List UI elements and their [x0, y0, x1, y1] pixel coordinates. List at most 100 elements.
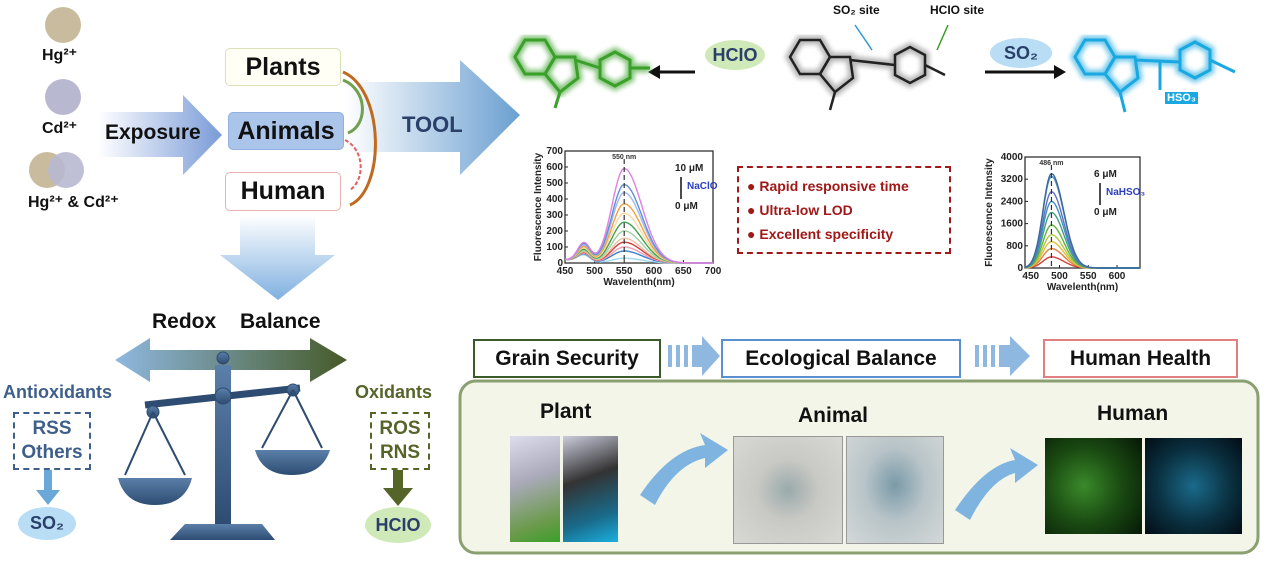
plant-root-image-control	[510, 436, 560, 542]
antioxidant-down-arrow	[36, 470, 60, 505]
plot-frame	[564, 150, 714, 264]
y-tick-label: 700	[546, 146, 563, 157]
y-tick-label: 100	[546, 242, 563, 253]
feature-item: ● Rapid responsive time	[747, 178, 909, 194]
ros-label: ROS	[379, 418, 421, 439]
x-tick-label: 700	[705, 266, 722, 277]
y-tick-label: 4000	[1001, 152, 1024, 163]
flow-arrow-2	[975, 336, 1030, 376]
x-tick-label: 600	[1109, 271, 1126, 282]
concentration-high: 10 μM	[675, 163, 703, 174]
rss-label: RSS	[32, 418, 72, 439]
hg-ion-circle	[45, 7, 81, 43]
antioxidants-box: RSS Others	[13, 412, 91, 470]
features-box: ● Rapid responsive time ● Ultra-low LOD …	[737, 166, 951, 254]
hclo-site-label: HCIO site	[930, 3, 985, 17]
antioxidants-label: Antioxidants	[3, 382, 113, 402]
oxidant-down-arrow	[383, 470, 413, 506]
y-tick-label: 800	[1006, 241, 1023, 252]
tool-arrow	[345, 60, 520, 175]
probe-molecule-gray	[784, 35, 946, 111]
probe-molecule-blue	[1069, 35, 1236, 113]
feature-item: ● Ultra-low LOD	[747, 202, 853, 218]
human-panel-title: Human	[1097, 402, 1169, 425]
y-tick-label: 3200	[1001, 174, 1024, 185]
zebrafish-image-probe	[846, 436, 944, 544]
x-tick-label: 550	[616, 266, 633, 277]
hclo-product-badge: HCIO	[365, 507, 431, 543]
concentration-low: 0 μM	[1094, 207, 1117, 218]
plant-to-animal-arrow	[640, 433, 728, 505]
analyte-label: NaHSO₃	[1106, 187, 1145, 198]
y-tick-label: 1600	[1001, 219, 1024, 230]
target-animals: Animals	[228, 112, 344, 150]
oxidants-label: Oxidants	[355, 382, 433, 402]
y-tick-label: 2400	[1001, 196, 1024, 207]
feature-text: Excellent specificity	[759, 226, 894, 242]
spectrum-series-9	[1024, 172, 1140, 269]
hclo-site-pointer	[936, 24, 949, 51]
x-tick-label: 550	[1080, 271, 1097, 282]
feature-text: Ultra-low LOD	[759, 202, 853, 218]
peak-annotation: 486 nm	[1039, 160, 1063, 167]
ion-label-hg-cd: Hg²⁺ & Cd²⁺	[28, 194, 119, 211]
y-tick-label: 500	[546, 178, 563, 189]
animal-to-human-arrow	[955, 448, 1038, 520]
x-tick-label: 600	[645, 266, 662, 277]
hso3-group-label: HSO₃	[1165, 92, 1198, 104]
ion-label-cd: Cd²⁺	[42, 120, 78, 137]
ecological-balance-box: Ecological Balance	[721, 339, 961, 378]
x-tick-label: 650	[675, 266, 692, 277]
cell-image-blue	[1145, 438, 1242, 534]
hg-cd-circle-b	[48, 152, 84, 188]
exposure-label: Exposure	[105, 121, 201, 144]
plants-to-animals-arrow	[342, 78, 364, 135]
target-human: Human	[225, 172, 341, 211]
balance-label: Balance	[240, 310, 321, 333]
so2-site-pointer	[854, 24, 873, 51]
others-label: Others	[21, 442, 83, 463]
target-plants: Plants	[225, 48, 341, 86]
tool-label: TOOL	[402, 112, 463, 137]
y-tick-label: 200	[546, 226, 563, 237]
x-axis-label: Wavelenth(nm)	[1047, 282, 1118, 293]
plant-panel-title: Plant	[540, 400, 592, 423]
animals-to-human-arrow	[344, 139, 362, 191]
cd-ion-circle	[45, 79, 81, 115]
so2-site-label: SO₂ site	[833, 3, 880, 17]
y-tick-label: 0	[557, 258, 563, 269]
redox-double-arrow	[115, 338, 347, 382]
so2-reagent-badge: SO₂	[990, 38, 1052, 68]
animal-panel-title: Animal	[798, 404, 869, 427]
exposure-arrow	[98, 95, 222, 175]
y-axis-label: Fluorescence Intensity	[533, 152, 544, 261]
y-tick-label: 400	[546, 194, 563, 205]
feature-item: ● Excellent specificity	[747, 226, 894, 242]
y-axis-label: Fluorescence Intensity	[984, 158, 995, 267]
so2-product-badge: SO₂	[18, 507, 76, 540]
cell-image-green	[1045, 438, 1142, 534]
x-tick-label: 450	[1022, 271, 1039, 282]
y-tick-label: 0	[1017, 263, 1023, 274]
x-axis-label: Wavelenth(nm)	[603, 277, 674, 288]
y-tick-label: 600	[546, 162, 563, 173]
oxidants-box: ROS RNS	[370, 412, 430, 470]
peak-annotation: 550 nm	[612, 154, 636, 161]
x-tick-label: 450	[557, 266, 574, 277]
grain-security-box: Grain Security	[473, 339, 661, 378]
concentration-low: 0 μM	[675, 201, 698, 212]
feature-text: Rapid responsive time	[759, 178, 909, 194]
down-arrow	[220, 215, 335, 300]
plants-to-human-arrow	[342, 70, 377, 207]
ion-label-hg: Hg²⁺	[42, 47, 78, 64]
human-health-box: Human Health	[1043, 339, 1238, 378]
zebrafish-image-control	[733, 436, 843, 544]
concentration-high: 6 μM	[1094, 169, 1117, 180]
flow-arrow-1	[668, 336, 720, 376]
hclo-reagent-badge: HCIO	[705, 40, 765, 70]
analyte-label: NaClO	[687, 181, 718, 192]
x-tick-label: 500	[586, 266, 603, 277]
